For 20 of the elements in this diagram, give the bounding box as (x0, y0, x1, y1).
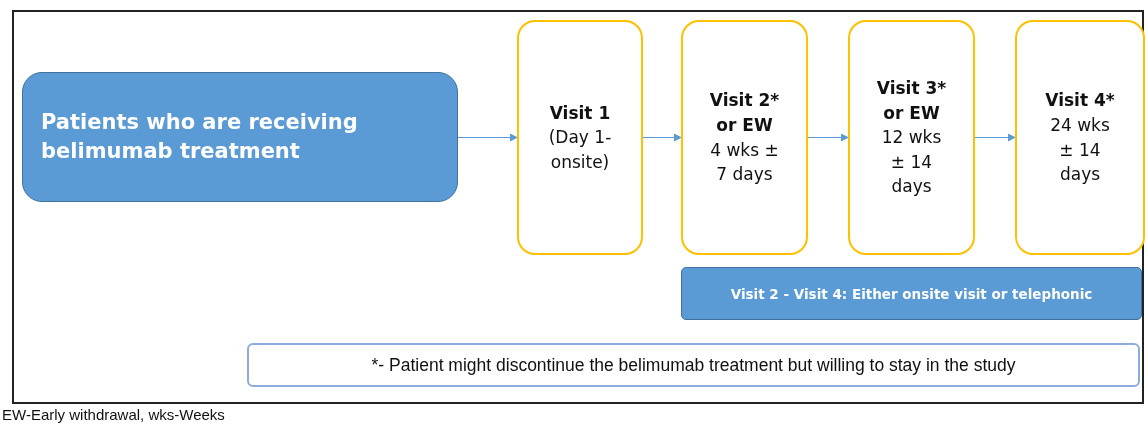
visit-title: Visit 4* (1045, 89, 1115, 113)
visit-box (517, 20, 643, 255)
visit-timing: (Day 1-onsite) (547, 126, 613, 174)
visit-box (1015, 20, 1145, 255)
info-banner: Visit 2 - Visit 4: Either onsite visit or telephonic (681, 267, 1142, 320)
visit-timing: 24 wks ± 14 days (1049, 113, 1111, 187)
visit-timing: 4 wks ± 7 days (709, 138, 780, 187)
start-box: Patients who are receiving belimumab treatment (22, 72, 458, 202)
visit-title: Visit 1 (549, 101, 611, 125)
arrow (974, 133, 1016, 142)
arrow (457, 133, 518, 142)
visit-box (848, 20, 975, 255)
visit-title: Visit 2* or EW (708, 89, 781, 137)
arrow (807, 133, 849, 142)
arrow (642, 133, 682, 142)
visit-title: Visit 3* or EW (875, 76, 948, 125)
caption: EW-Early withdrawal, wks-Weeks (2, 406, 225, 423)
footnote-box: *- Patient might discontinue the belimumab treatment but willing to stay in the study (247, 343, 1140, 387)
visit-timing: 12 wks ± 14 days (880, 126, 943, 199)
visit-box (681, 20, 808, 255)
